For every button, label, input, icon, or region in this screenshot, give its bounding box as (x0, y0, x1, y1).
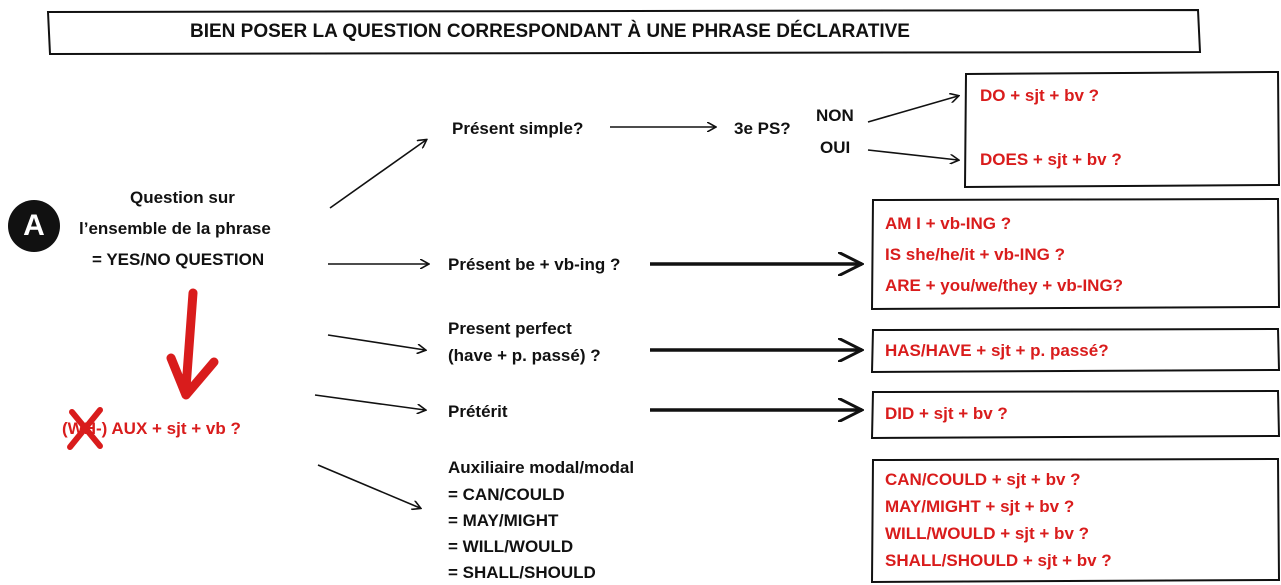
box-present-perfect (870, 327, 1281, 374)
root-line-2: l’ensemble de la phrase (79, 219, 271, 238)
arrow-to-present-simple (329, 140, 426, 209)
branch-modal-5: = SHALL/SHOULD (448, 563, 596, 582)
branch-modal-4: = WILL/WOULD (448, 537, 574, 556)
box-present-simple (963, 70, 1281, 189)
branch-modal-3: = MAY/MIGHT (448, 511, 559, 530)
branch-preterit: Prétérit (448, 402, 508, 421)
answer-has-have: HAS/HAVE + sjt + p. passé? (885, 341, 1109, 360)
formula-crossed: (WH-) (62, 419, 108, 438)
answer-am: AM I + vb-ING ? (885, 214, 1012, 233)
formula: (WH-) AUX + sjt + vb ? (62, 419, 241, 439)
answer-do: DO + sjt + bv ? (980, 86, 1100, 105)
branch-modal-1: Auxiliaire modal/modal (448, 458, 635, 477)
branch-modal-2: = CAN/COULD (448, 485, 565, 504)
red-cross (67, 407, 103, 450)
box-modal (870, 457, 1281, 584)
branch-present-simple: Présent simple? (452, 119, 584, 138)
box-present-be (870, 197, 1281, 311)
title-frame (46, 8, 1202, 56)
branch-present-perfect-1: Present perfect (448, 319, 572, 338)
answer-will-would: WILL/WOULD + sjt + bv ? (885, 524, 1089, 543)
root-line-1: Question sur (130, 188, 235, 207)
answer-are: ARE + you/we/they + vb-ING? (885, 276, 1124, 295)
branch-present-be: Présent be + vb-ing ? (448, 255, 621, 274)
answer-did: DID + sjt + bv ? (885, 404, 1008, 423)
answer-shall-should: SHALL/SHOULD + sjt + bv ? (885, 551, 1112, 570)
branch-present-perfect-2: (have + p. passé) ? (448, 346, 601, 365)
page-title: BIEN POSER LA QUESTION CORRESPONDANT À U… (190, 21, 910, 42)
arrow-to-preterit (314, 394, 425, 410)
root-line-3: = YES/NO QUESTION (92, 250, 265, 269)
answer-may-might: MAY/MIGHT + sjt + bv ? (885, 497, 1075, 516)
box-preterit (870, 389, 1281, 440)
branch-3e-ps: 3e PS? (734, 119, 791, 138)
section-badge: A (8, 200, 60, 252)
label-non: NON (816, 106, 854, 125)
answer-is: IS she/he/it + vb-ING ? (885, 245, 1065, 264)
arrow-oui-to-does (867, 149, 958, 160)
arrow-to-modal (317, 464, 420, 508)
answer-can-could: CAN/COULD + sjt + bv ? (885, 470, 1081, 489)
formula-rest: AUX + sjt + vb ? (107, 419, 241, 438)
label-oui: OUI (820, 138, 851, 157)
arrow-non-to-do (867, 96, 958, 123)
arrow-to-present-perfect (327, 334, 425, 350)
answer-does: DOES + sjt + bv ? (980, 150, 1122, 169)
red-down-arrow (166, 288, 219, 400)
